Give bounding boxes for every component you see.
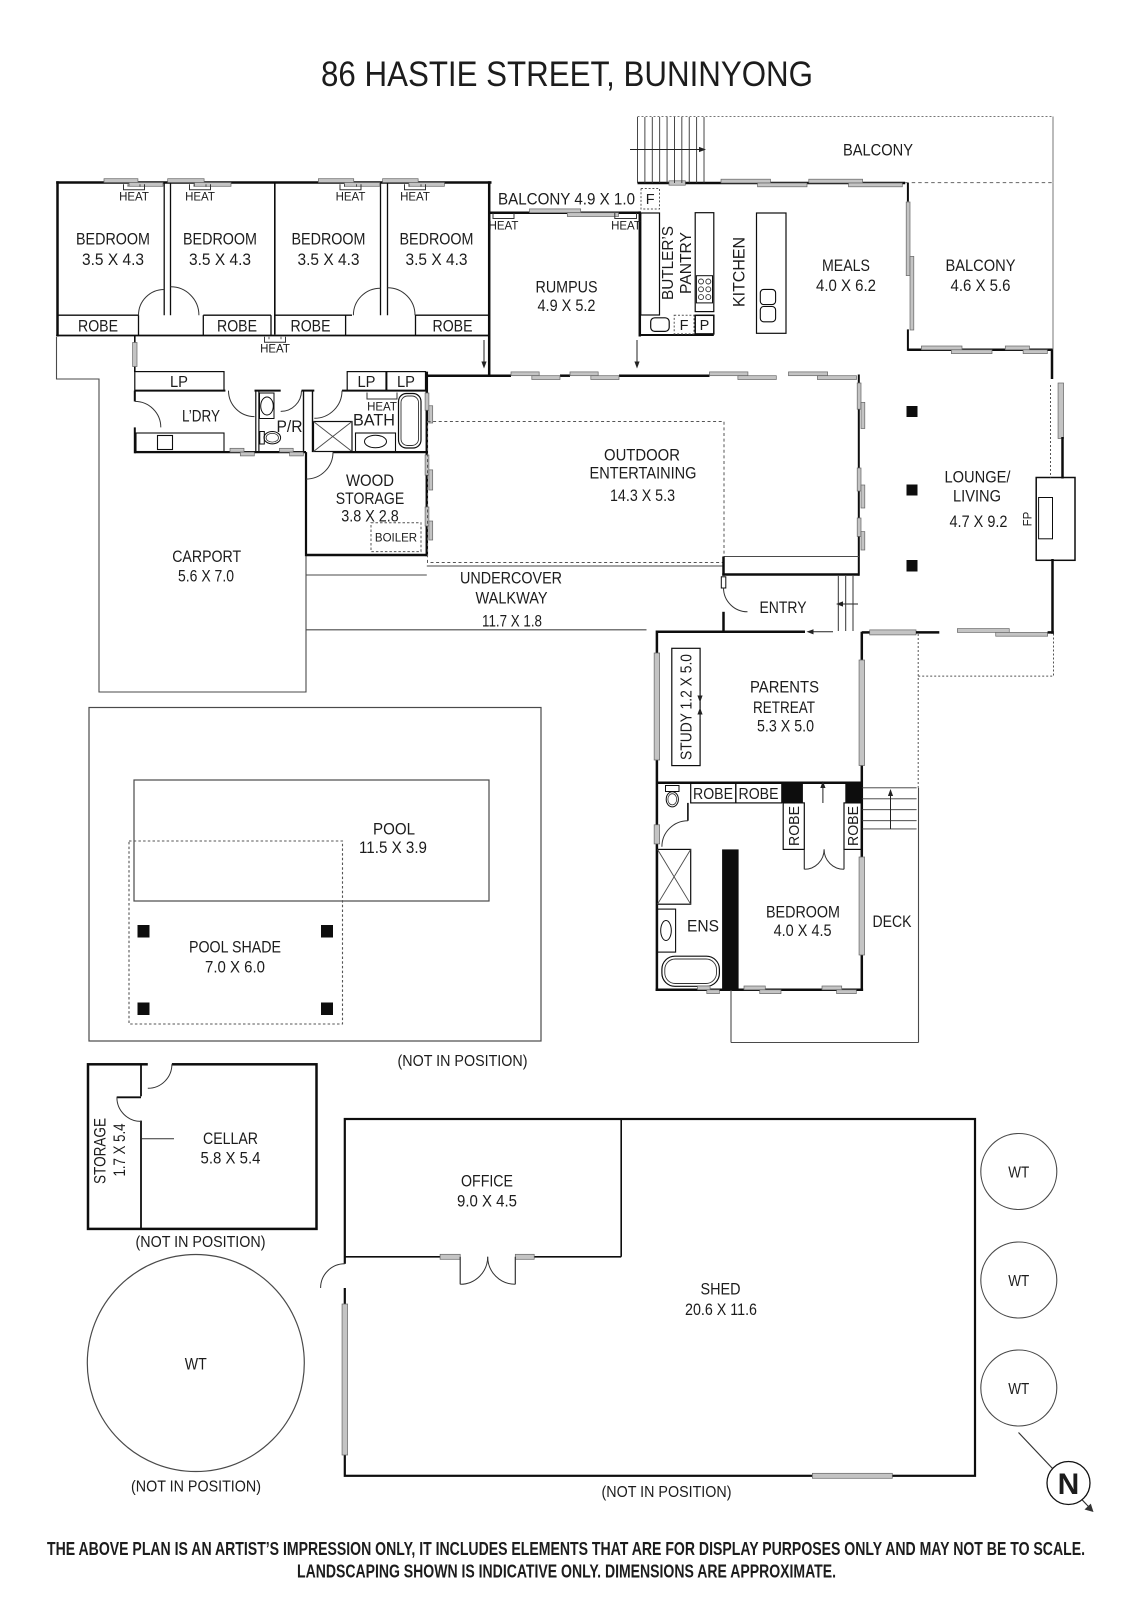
svg-text:WT: WT <box>1008 1273 1029 1290</box>
svg-text:BUTLER’S: BUTLER’S <box>660 226 677 300</box>
svg-text:RETREAT: RETREAT <box>753 699 815 717</box>
svg-text:BOILER: BOILER <box>375 533 417 545</box>
svg-text:ROBE: ROBE <box>433 318 473 336</box>
svg-text:5.3 X 5.0: 5.3 X 5.0 <box>757 717 814 735</box>
svg-text:ROBE: ROBE <box>845 806 862 846</box>
svg-text:LP: LP <box>170 374 188 391</box>
svg-text:WALKWAY: WALKWAY <box>476 589 548 607</box>
svg-text:3.8 X 2.8: 3.8 X 2.8 <box>341 507 399 525</box>
svg-text:BATH: BATH <box>353 411 395 429</box>
svg-text:STORAGE: STORAGE <box>91 1118 109 1184</box>
svg-text:5.8 X 5.4: 5.8 X 5.4 <box>201 1149 261 1167</box>
svg-text:LP: LP <box>358 374 376 391</box>
svg-text:LP: LP <box>397 374 415 391</box>
svg-text:ROBE: ROBE <box>739 786 779 803</box>
svg-text:4.0 X 4.5: 4.0 X 4.5 <box>774 922 832 940</box>
svg-text:P: P <box>700 318 710 334</box>
svg-text:3.5 X 4.3: 3.5 X 4.3 <box>298 251 360 269</box>
svg-text:HEAT: HEAT <box>260 344 290 356</box>
svg-text:BEDROOM: BEDROOM <box>292 231 366 249</box>
svg-text:P/R: P/R <box>277 418 303 436</box>
svg-text:WT: WT <box>185 1355 207 1373</box>
svg-text:3.5 X 4.3: 3.5 X 4.3 <box>189 251 251 269</box>
svg-text:ENTRY: ENTRY <box>760 599 807 617</box>
svg-text:MEALS: MEALS <box>822 257 870 275</box>
svg-text:CARPORT: CARPORT <box>172 548 241 566</box>
svg-text:11.7 X 1.8: 11.7 X 1.8 <box>482 612 542 630</box>
svg-text:HEAT: HEAT <box>400 192 430 204</box>
svg-text:ROBE: ROBE <box>291 318 331 336</box>
svg-text:ROBE: ROBE <box>786 806 803 846</box>
svg-text:OFFICE: OFFICE <box>461 1172 513 1190</box>
svg-text:86 HASTIE STREET, BUNINYONG: 86 HASTIE STREET, BUNINYONG <box>321 55 813 94</box>
svg-text:4.0 X 6.2: 4.0 X 6.2 <box>816 277 876 295</box>
svg-text:ROBE: ROBE <box>78 318 118 336</box>
svg-text:PARENTS: PARENTS <box>750 678 819 696</box>
svg-text:F: F <box>646 192 655 208</box>
svg-text:BALCONY: BALCONY <box>843 141 913 159</box>
svg-text:(NOT IN POSITION): (NOT IN POSITION) <box>136 1234 266 1251</box>
svg-text:POOL: POOL <box>373 820 415 838</box>
svg-text:14.3 X 5.3: 14.3 X 5.3 <box>610 487 675 505</box>
svg-text:HEAT: HEAT <box>367 402 397 414</box>
svg-text:4.7 X 9.2: 4.7 X 9.2 <box>950 513 1008 531</box>
svg-text:N: N <box>1058 1468 1080 1501</box>
svg-text:BEDROOM: BEDROOM <box>76 231 150 249</box>
svg-text:7.0 X 6.0: 7.0 X 6.0 <box>205 958 265 976</box>
svg-text:CELLAR: CELLAR <box>203 1130 258 1148</box>
svg-text:BALCONY 4.9 X 1.0: BALCONY 4.9 X 1.0 <box>498 190 635 208</box>
svg-text:HEAT: HEAT <box>185 192 215 204</box>
svg-text:(NOT IN POSITION): (NOT IN POSITION) <box>131 1478 261 1495</box>
svg-text:UNDERCOVER: UNDERCOVER <box>460 569 562 587</box>
svg-text:11.5 X 3.9: 11.5 X 3.9 <box>359 839 427 857</box>
svg-text:20.6 X 11.6: 20.6 X 11.6 <box>685 1301 757 1319</box>
svg-text:9.0 X 4.5: 9.0 X 4.5 <box>457 1192 517 1210</box>
svg-text:WOOD: WOOD <box>346 472 394 490</box>
svg-text:FP: FP <box>1023 511 1035 526</box>
svg-text:ENS: ENS <box>687 917 719 935</box>
svg-text:STUDY 1.2 X 5.0: STUDY 1.2 X 5.0 <box>678 654 695 760</box>
svg-text:ENTERTAINING: ENTERTAINING <box>590 464 697 482</box>
svg-text:HEAT: HEAT <box>611 221 641 233</box>
svg-text:ROBE: ROBE <box>217 318 257 336</box>
svg-text:4.6 X 5.6: 4.6 X 5.6 <box>951 277 1011 295</box>
svg-text:KITCHEN: KITCHEN <box>730 237 748 307</box>
svg-text:F: F <box>680 318 689 334</box>
svg-text:5.6 X 7.0: 5.6 X 7.0 <box>178 567 234 585</box>
svg-text:WT: WT <box>1008 1164 1029 1181</box>
svg-text:HEAT: HEAT <box>489 221 519 233</box>
svg-text:3.5 X 4.3: 3.5 X 4.3 <box>82 251 144 269</box>
svg-text:(NOT IN POSITION): (NOT IN POSITION) <box>602 1484 732 1501</box>
svg-text:BALCONY: BALCONY <box>946 257 1016 275</box>
svg-text:BEDROOM: BEDROOM <box>400 231 474 249</box>
svg-text:THE ABOVE PLAN IS AN ARTIST’S: THE ABOVE PLAN IS AN ARTIST’S IMPRESSION… <box>47 1538 1085 1559</box>
svg-text:STORAGE: STORAGE <box>336 490 405 508</box>
svg-text:BEDROOM: BEDROOM <box>766 903 840 921</box>
svg-text:L’DRY: L’DRY <box>182 407 220 425</box>
svg-text:BEDROOM: BEDROOM <box>183 231 257 249</box>
svg-text:HEAT: HEAT <box>119 192 149 204</box>
svg-text:PANTRY: PANTRY <box>678 232 695 294</box>
svg-text:4.9 X 5.2: 4.9 X 5.2 <box>538 297 596 315</box>
svg-text:(NOT IN POSITION): (NOT IN POSITION) <box>398 1053 528 1070</box>
svg-text:ROBE: ROBE <box>693 786 733 803</box>
svg-text:LOUNGE/: LOUNGE/ <box>945 468 1011 486</box>
svg-text:3.5 X 4.3: 3.5 X 4.3 <box>406 251 468 269</box>
svg-text:WT: WT <box>1008 1381 1029 1398</box>
svg-text:LANDSCAPING SHOWN IS INDICATIV: LANDSCAPING SHOWN IS INDICATIVE ONLY. DI… <box>297 1560 836 1581</box>
svg-text:1.7 X 5.4: 1.7 X 5.4 <box>111 1124 129 1177</box>
svg-text:SHED: SHED <box>701 1280 741 1298</box>
svg-text:RUMPUS: RUMPUS <box>536 278 598 296</box>
svg-text:DECK: DECK <box>873 913 912 931</box>
svg-text:OUTDOOR: OUTDOOR <box>604 446 680 464</box>
svg-text:POOL SHADE: POOL SHADE <box>189 938 281 956</box>
svg-text:LIVING: LIVING <box>953 487 1001 505</box>
svg-text:HEAT: HEAT <box>336 192 366 204</box>
